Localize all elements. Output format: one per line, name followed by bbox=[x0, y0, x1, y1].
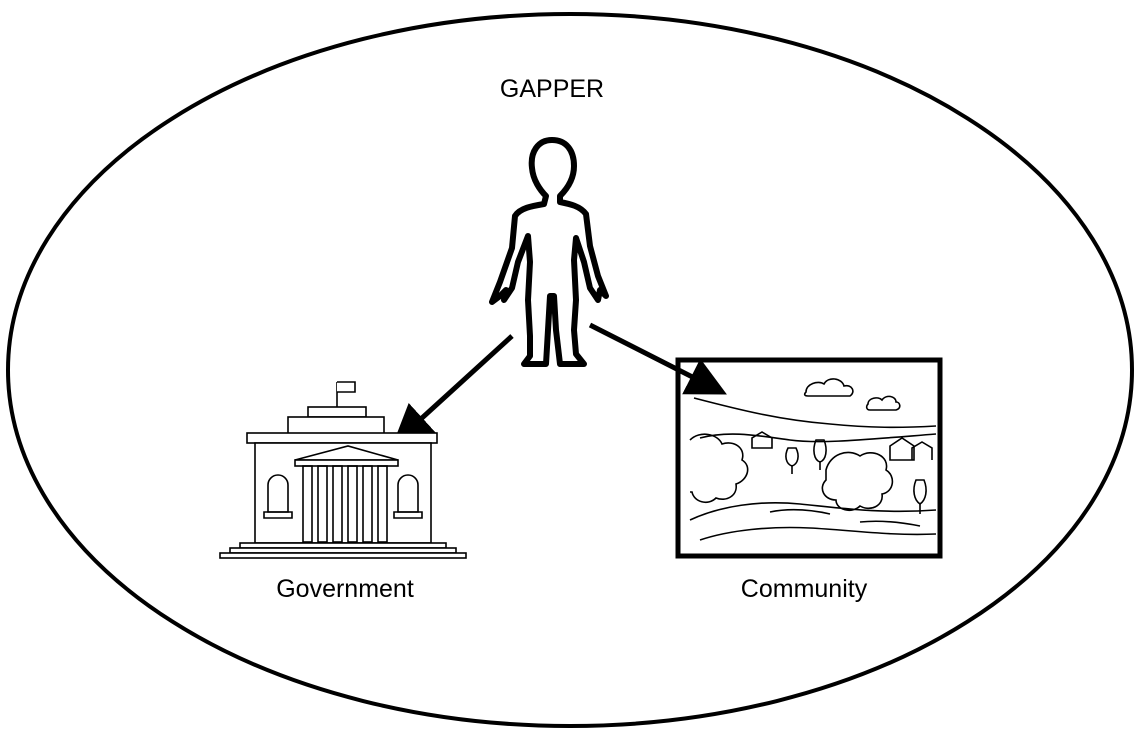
community-label: Community bbox=[740, 575, 868, 603]
gapper-label: GAPPER bbox=[499, 75, 605, 103]
arrow-to-government bbox=[392, 334, 514, 445]
person-icon bbox=[489, 137, 609, 367]
government-building-icon bbox=[219, 381, 467, 559]
community-landscape-icon bbox=[675, 357, 943, 559]
arrow-to-community bbox=[588, 322, 727, 395]
boundary-ellipse bbox=[6, 12, 1134, 728]
government-label: Government bbox=[276, 575, 414, 603]
